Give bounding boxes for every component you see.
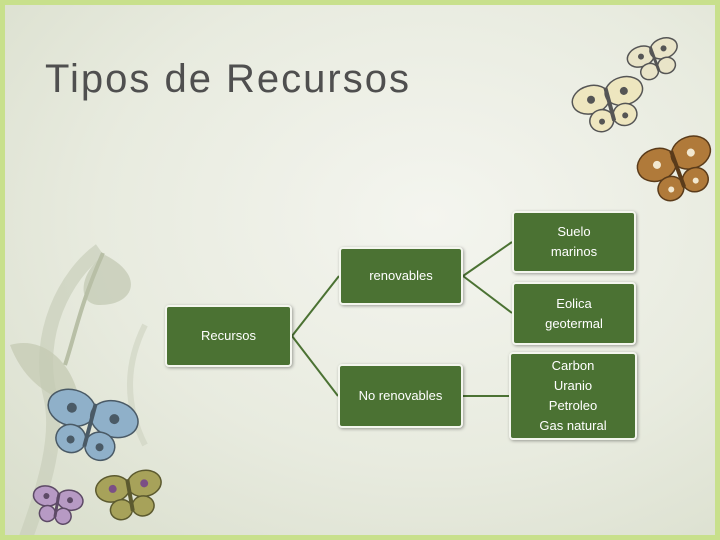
butterfly-icon bbox=[94, 468, 167, 524]
butterfly-icon bbox=[37, 384, 142, 468]
butterfly-icon bbox=[569, 73, 651, 138]
butterflies-decoration bbox=[5, 5, 720, 540]
butterfly-icon bbox=[29, 484, 84, 527]
butterfly-icon bbox=[633, 131, 720, 209]
